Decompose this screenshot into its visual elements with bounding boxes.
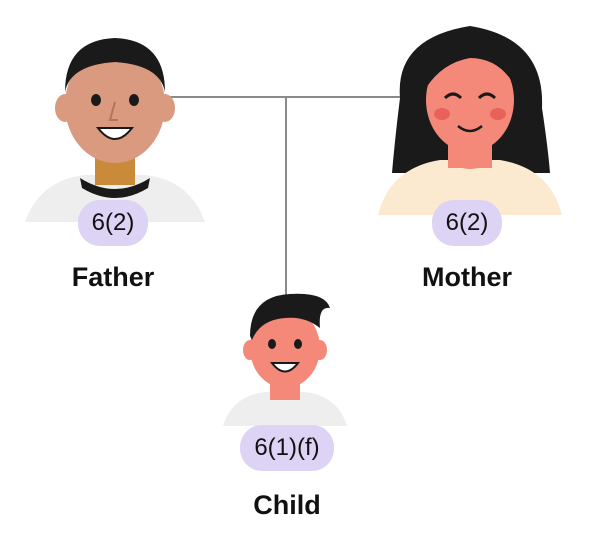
child-label: Child <box>253 490 321 520</box>
boy-avatar-icon <box>223 293 347 426</box>
father-label: Father <box>71 262 155 292</box>
child-connector-line <box>285 96 287 296</box>
mother-code-badge: 6(2) <box>432 200 502 246</box>
mother-label: Mother <box>422 262 512 292</box>
man-avatar-icon <box>25 38 205 222</box>
father-code-badge: 6(2) <box>78 200 148 246</box>
child-code-badge: 6(1)(f) <box>240 425 334 471</box>
woman-avatar-icon <box>378 26 562 215</box>
